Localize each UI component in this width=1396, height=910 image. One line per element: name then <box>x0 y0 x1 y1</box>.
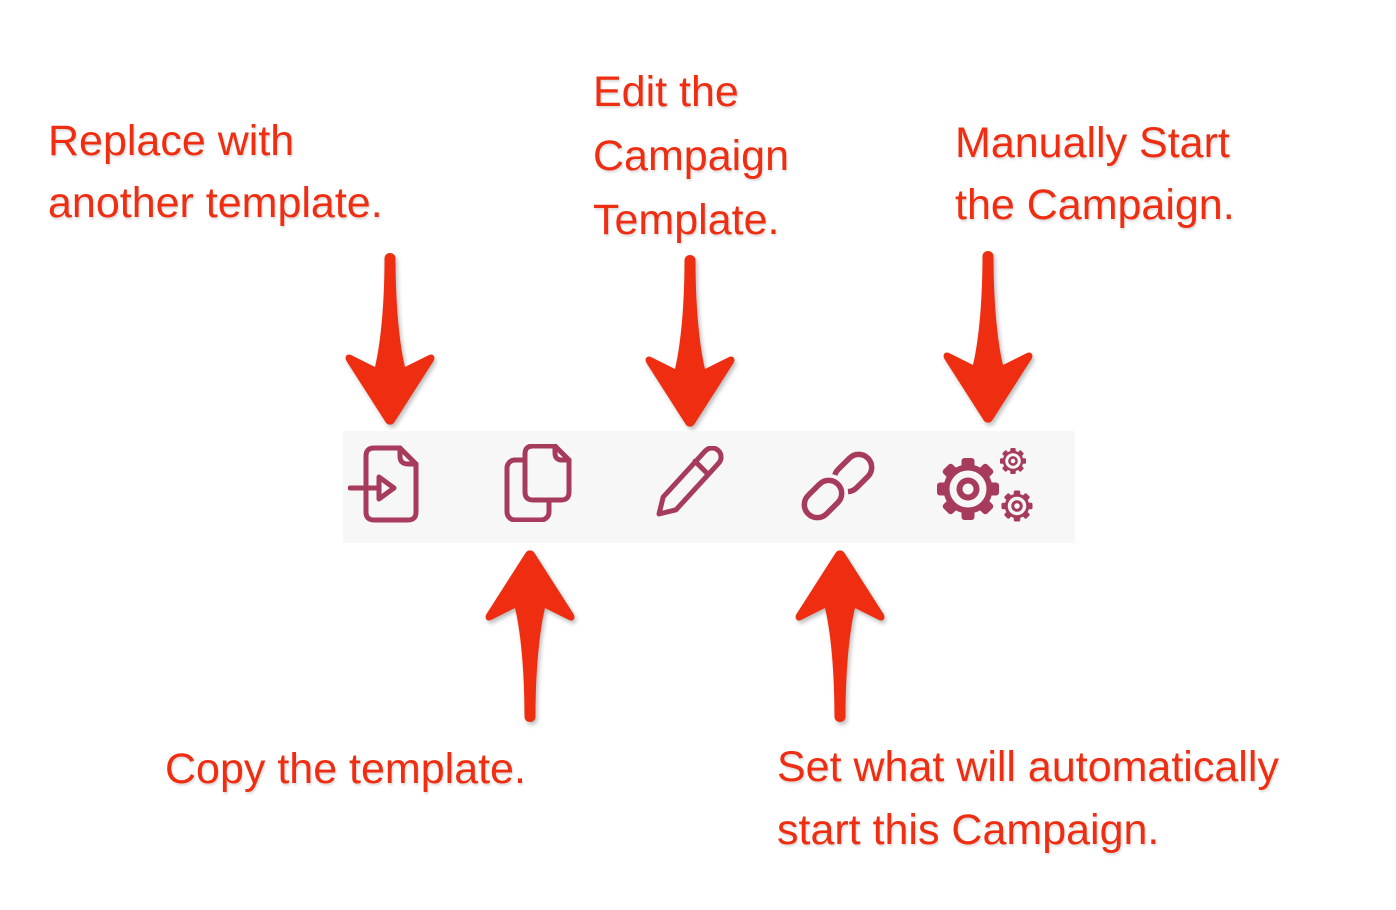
copy-template-icon <box>504 444 572 522</box>
note-replace-template: Replace with another template. <box>48 117 383 227</box>
note-edit-template: Edit the Campaign Template. <box>593 68 789 244</box>
arrow-down-to-edit-icon <box>645 255 735 427</box>
copy-template-button[interactable] <box>503 444 573 522</box>
note-auto-start: Set what will automatically start this C… <box>777 743 1279 854</box>
link-icon <box>798 451 875 524</box>
edit-pencil-icon <box>656 446 724 517</box>
arrow-down-to-settings-icon <box>943 251 1033 423</box>
note-copy-template: Copy the template. <box>165 745 526 793</box>
edit-template-button[interactable] <box>651 446 727 522</box>
settings-gears-icon <box>931 446 1034 523</box>
manual-start-settings-button[interactable] <box>931 444 1037 532</box>
campaign-toolbar <box>343 431 1075 543</box>
arrow-up-to-copy-icon <box>485 550 575 722</box>
arrow-down-to-replace-icon <box>345 253 435 425</box>
note-manually-start: Manually Start the Campaign. <box>955 119 1235 229</box>
set-trigger-button[interactable] <box>798 448 878 524</box>
import-template-icon <box>348 445 419 523</box>
replace-template-button[interactable] <box>348 444 428 524</box>
arrow-up-to-link-icon <box>795 550 885 722</box>
